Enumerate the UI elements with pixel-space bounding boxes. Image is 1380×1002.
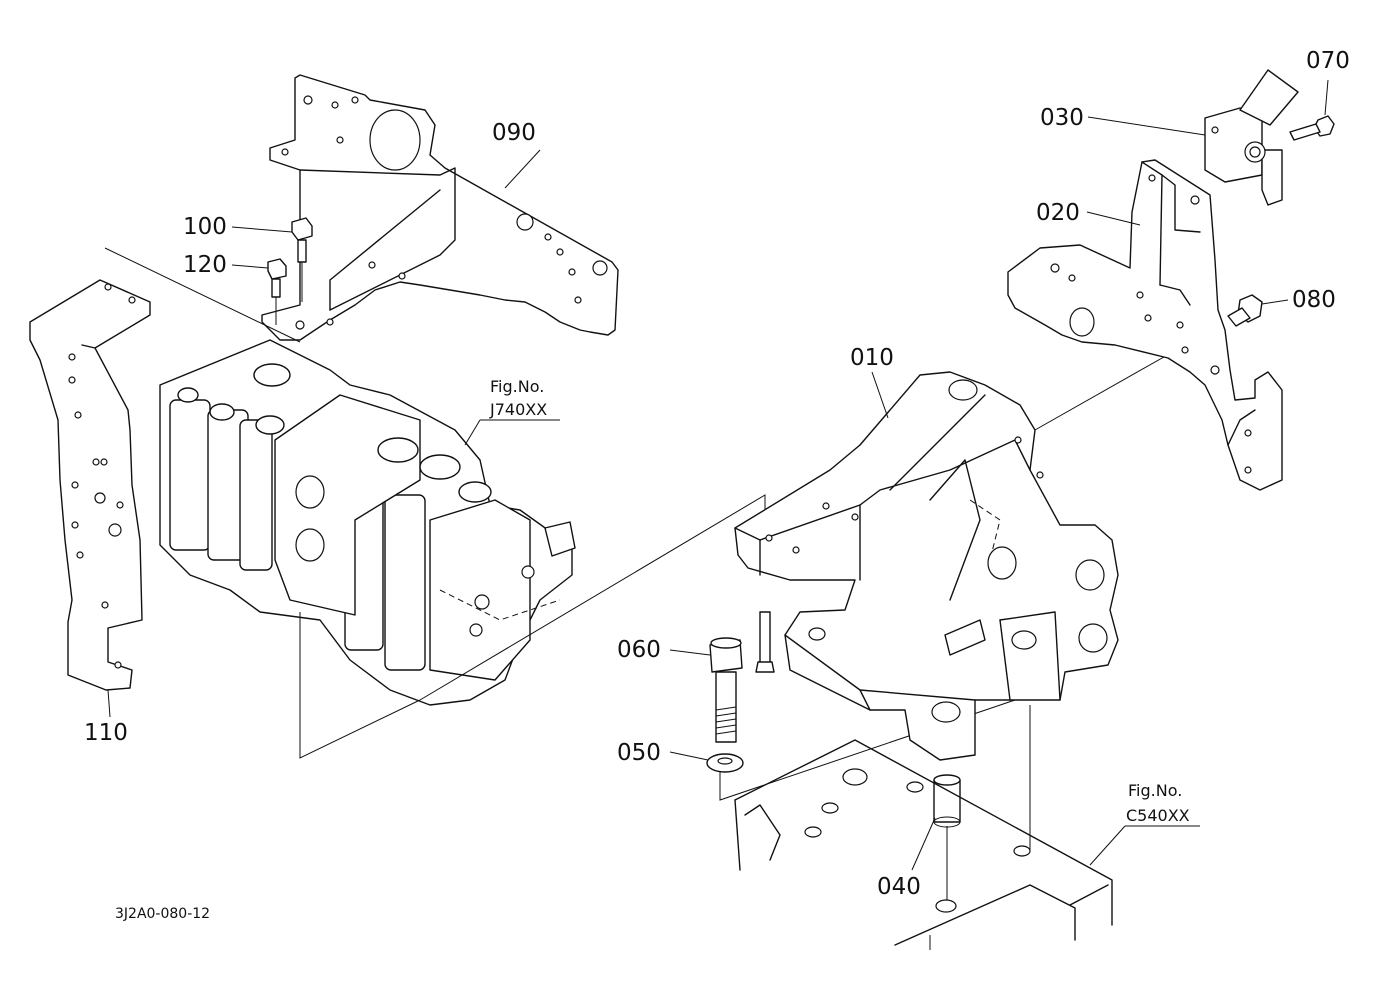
bolt-120 (267, 258, 287, 325)
label-120: 120 (183, 252, 227, 278)
ref-j740xx-title: Fig.No. (490, 377, 544, 396)
figure-references: Fig.No. J740XX Fig.No. C540XX (489, 377, 1190, 825)
drawing-code: 3J2A0-080-12 (115, 906, 210, 922)
label-060: 060 (617, 637, 661, 663)
screw-070 (1289, 115, 1335, 141)
control-valve-assembly (159, 339, 576, 706)
bracket-020 (1007, 159, 1283, 491)
label-050: 050 (617, 740, 661, 766)
ref-c540xx-title: Fig.No. (1128, 781, 1182, 800)
screw-080 (1227, 294, 1263, 327)
leader-lines (107, 79, 1329, 871)
label-080: 080 (1292, 287, 1336, 313)
label-070: 070 (1306, 48, 1350, 74)
ref-j740xx-code: J740XX (489, 400, 547, 419)
washer-050 (706, 753, 744, 773)
bracket-090 (261, 74, 619, 341)
label-030: 030 (1040, 105, 1084, 131)
bracket-110 (29, 247, 301, 691)
ref-leader-j740xx (464, 419, 560, 446)
bolt-060 (709, 637, 743, 743)
transmission-case (734, 705, 1113, 950)
label-040: 040 (877, 874, 921, 900)
part-labels: 090 100 120 110 030 070 020 080 010 060 … (84, 48, 1350, 900)
label-090: 090 (492, 120, 536, 146)
small-bolt (755, 611, 775, 673)
pin-040 (933, 774, 961, 900)
label-100: 100 (183, 214, 227, 240)
label-020: 020 (1036, 200, 1080, 226)
label-010: 010 (850, 345, 894, 371)
label-110: 110 (84, 720, 128, 746)
switch-bracket-030 (1204, 69, 1299, 206)
ref-c540xx-code: C540XX (1126, 806, 1190, 825)
housing-010 (734, 371, 1119, 761)
